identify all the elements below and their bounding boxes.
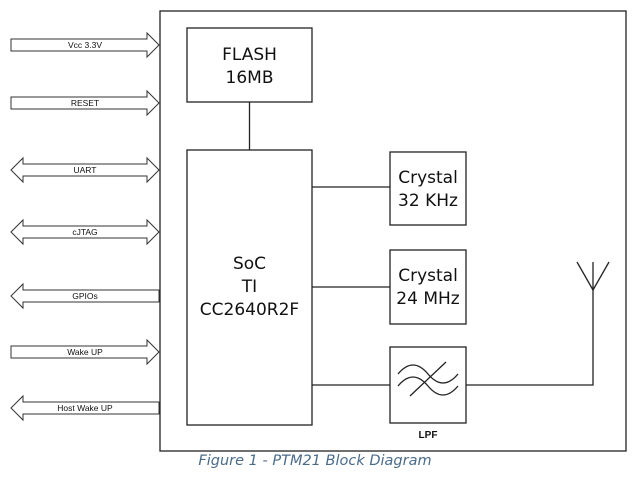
signal-arrow-icon xyxy=(10,394,160,422)
signal-arrow-icon xyxy=(10,218,160,246)
lpf-antenna-connector xyxy=(466,288,594,386)
signal-label: cJTAG xyxy=(72,227,97,237)
crystal-32khz-title: Crystal xyxy=(398,168,458,188)
soc-block xyxy=(186,149,313,426)
signal-label: Vcc 3.3V xyxy=(68,40,102,50)
signal-label: RESET xyxy=(71,98,99,108)
signal-reset: RESET xyxy=(10,89,160,117)
soc-part-number: CC2640R2F xyxy=(200,300,299,320)
crystal-24mhz-block xyxy=(389,249,467,325)
figure-caption: Figure 1 - PTM21 Block Diagram xyxy=(198,453,432,469)
signal-arrow-icon xyxy=(10,282,160,310)
flash-block xyxy=(186,27,313,103)
lpf-label: LPF xyxy=(419,430,438,441)
flash-title: FLASH xyxy=(222,45,277,65)
crystal-24mhz-title: Crystal xyxy=(398,266,458,286)
signal-cjtag: cJTAG xyxy=(10,218,160,246)
signal-arrow-icon xyxy=(10,156,160,184)
signal-arrow-icon xyxy=(10,338,160,366)
crystal-32khz-block xyxy=(389,151,467,226)
flash-size: 16MB xyxy=(226,68,274,88)
signal-label: Wake UP xyxy=(67,347,103,357)
signal-uart: UART xyxy=(10,156,160,184)
signal-label: GPIOs xyxy=(72,291,98,301)
signal-gpios: GPIOs xyxy=(10,282,160,310)
signal-arrow-icon xyxy=(10,31,160,59)
soc-title: SoC xyxy=(233,254,266,274)
antenna-icon xyxy=(576,261,610,291)
lowpass-filter-symbol-icon xyxy=(397,361,459,397)
soc-vendor: TI xyxy=(241,277,257,297)
signal-label: UART xyxy=(74,165,97,175)
signal-arrow-icon xyxy=(10,89,160,117)
signal-label: Host Wake UP xyxy=(57,403,113,413)
crystal-32khz-frequency: 32 KHz xyxy=(398,191,458,211)
signal-host-wake-up: Host Wake UP xyxy=(10,394,160,422)
signal-vcc-3-3v: Vcc 3.3V xyxy=(10,31,160,59)
crystal-24mhz-frequency: 24 MHz xyxy=(396,289,459,309)
signal-wake-up: Wake UP xyxy=(10,338,160,366)
